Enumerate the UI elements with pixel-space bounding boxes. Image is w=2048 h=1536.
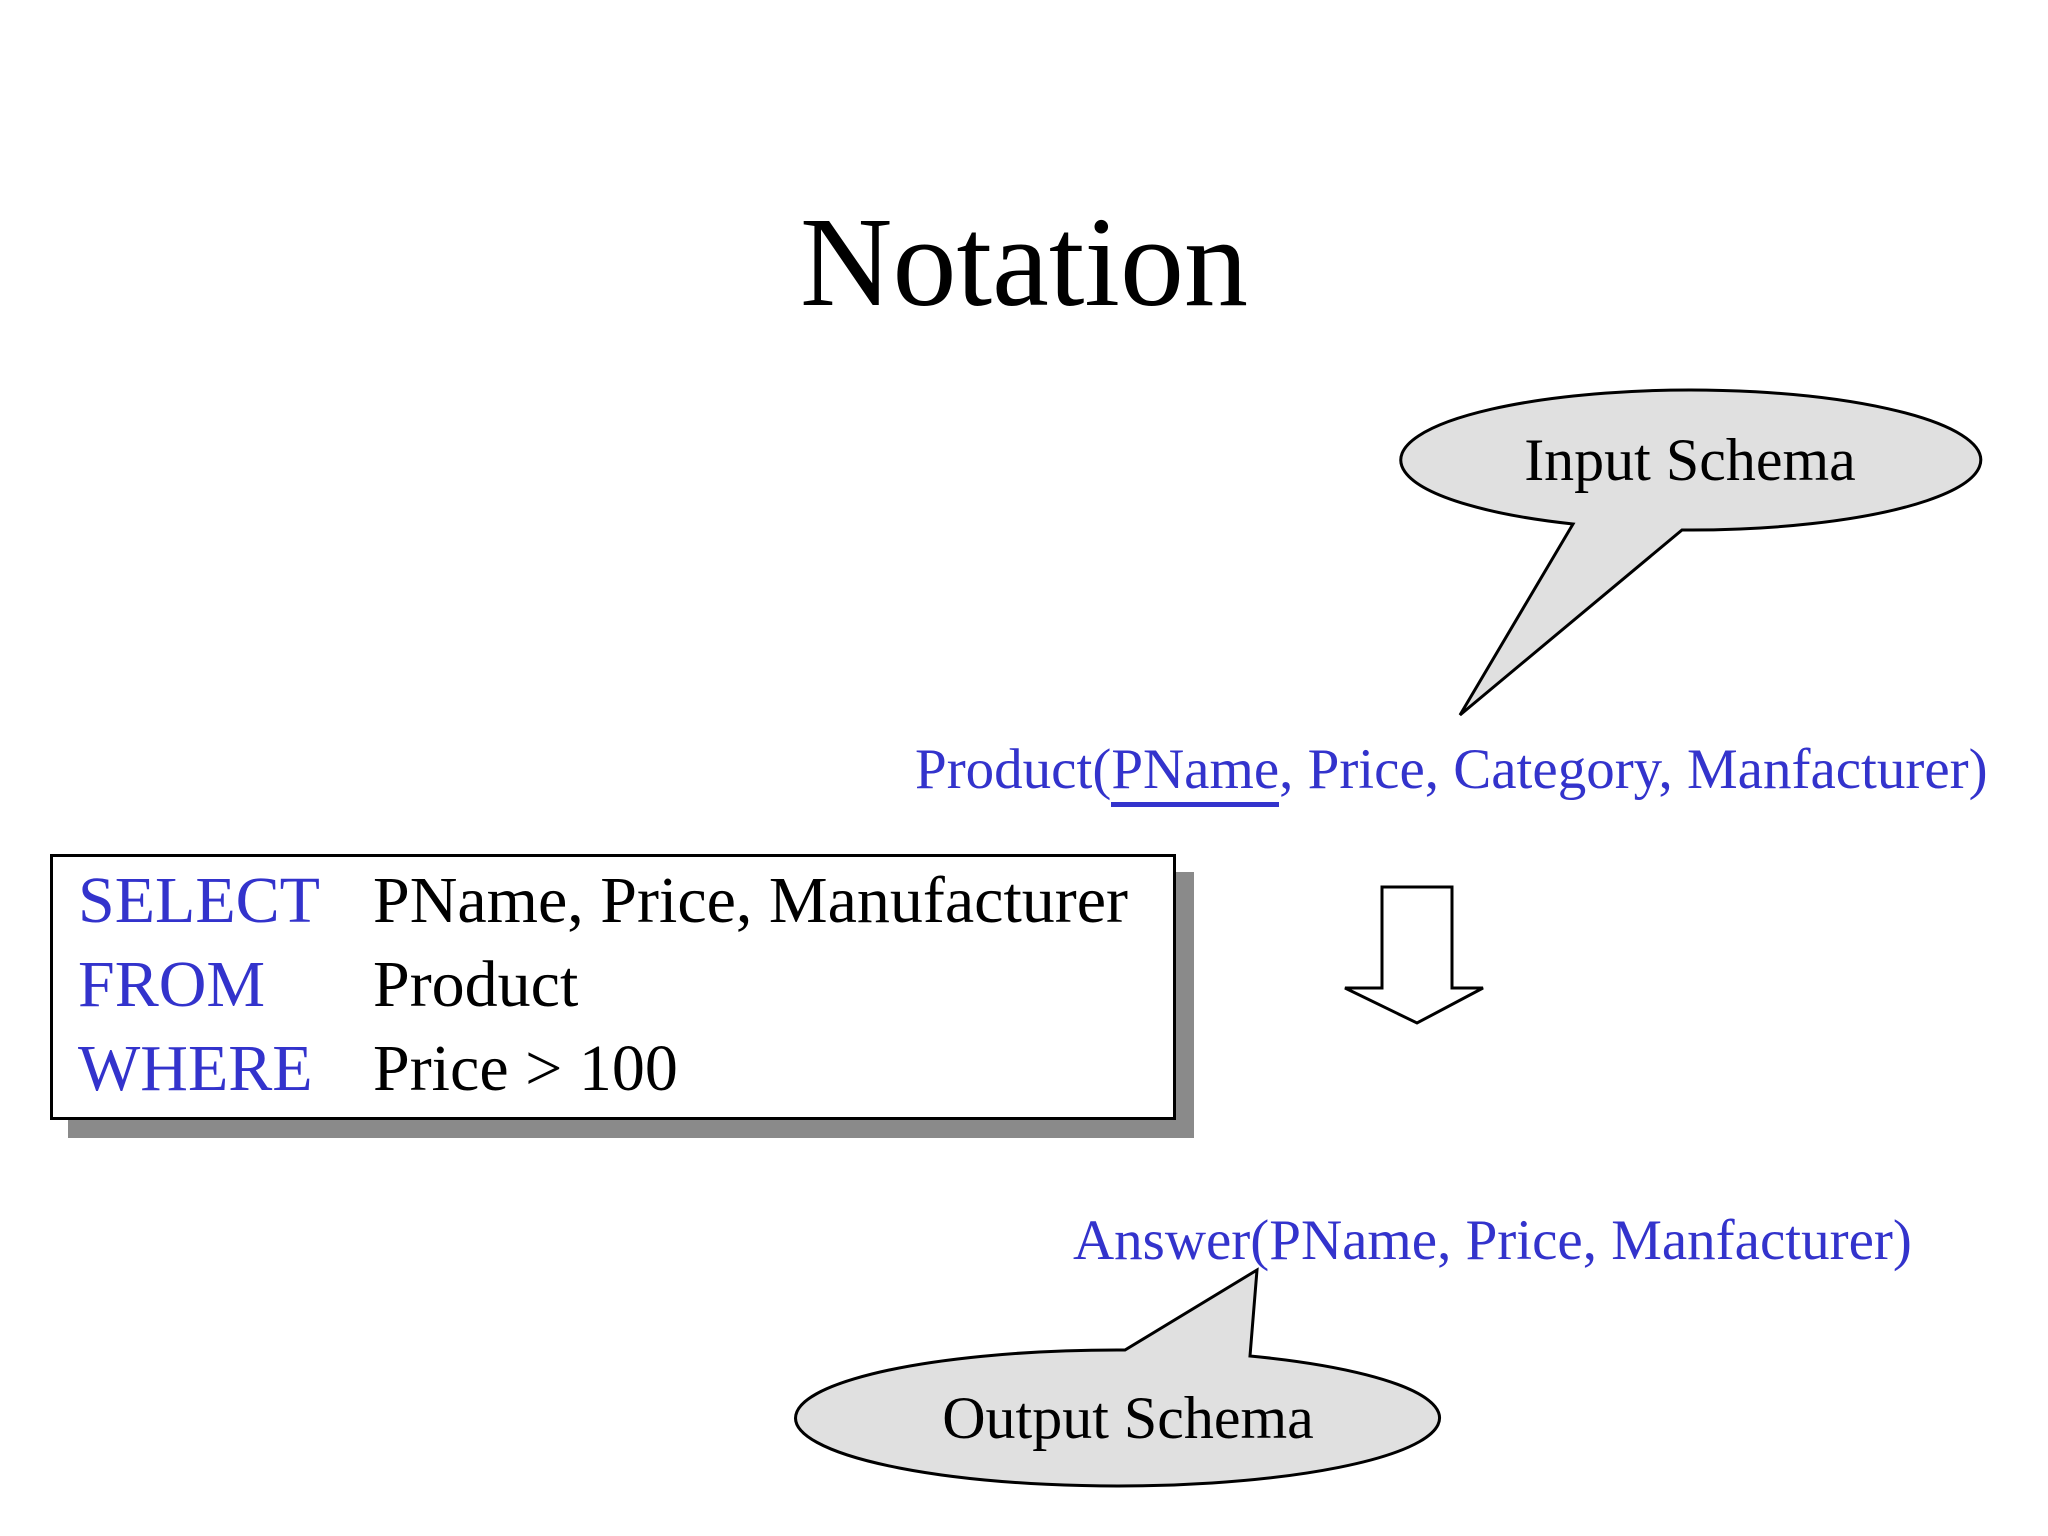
- input-schema-text: Product(PName, Price, Category, Manfactu…: [915, 738, 1988, 807]
- down-block-arrow-icon: [1344, 885, 1484, 1025]
- input-schema-key-underlined: PName: [1111, 738, 1280, 807]
- output-schema-callout-label: Output Schema: [942, 1385, 1314, 1451]
- sql-keyword-from: FROM: [78, 948, 266, 1021]
- sql-keyword-select: SELECT: [78, 864, 320, 937]
- sql-line-where: WHERE Price > 100: [78, 1027, 1173, 1111]
- input-callout-bubble-shape: [1399, 388, 1983, 717]
- page-title: Notation: [800, 191, 1248, 333]
- input-schema-callout-label: Input Schema: [1524, 427, 1856, 493]
- sql-from-table: Product: [373, 948, 579, 1021]
- sql-query-box: SELECT PName, Price, Manufacturer FROM P…: [50, 854, 1176, 1120]
- sql-where-condition: Price > 100: [373, 1032, 678, 1105]
- output-schema-text: Answer(PName, Price, Manfacturer): [1073, 1209, 1912, 1272]
- input-schema-suffix: , Price, Category, Manfacturer): [1279, 738, 1988, 801]
- input-schema-prefix: Product(: [915, 738, 1112, 801]
- sql-line-from: FROM Product: [78, 943, 1173, 1027]
- sql-select-list: PName, Price, Manufacturer: [373, 864, 1129, 937]
- sql-line-select: SELECT PName, Price, Manufacturer: [78, 859, 1173, 943]
- sql-keyword-where: WHERE: [78, 1032, 313, 1105]
- output-callout-bubble-shape: [794, 1267, 1442, 1488]
